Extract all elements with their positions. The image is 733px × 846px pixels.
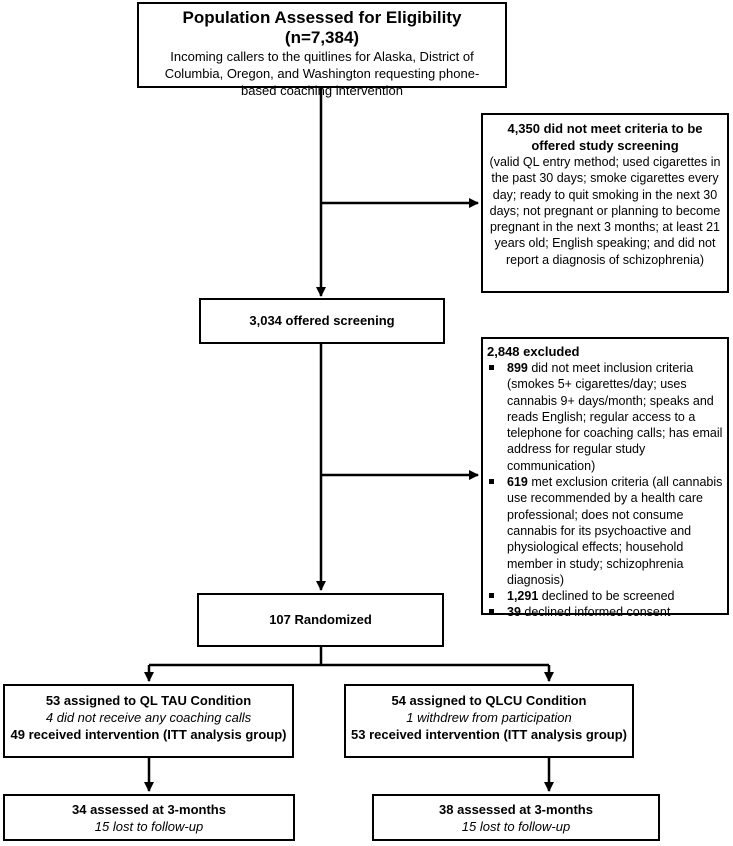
arm-2-box: 54 assigned to QLCU Condition 1 withdrew… — [344, 684, 634, 758]
arm-2-assessed: 38 assessed at 3-months — [439, 802, 593, 817]
excluded-title: 2,848 excluded — [487, 344, 580, 359]
excluded-item: 899 did not meet inclusion criteria (smo… — [487, 360, 723, 474]
excluded-box: 2,848 excluded 899 did not meet inclusio… — [481, 337, 729, 619]
arm-1-lost: 15 lost to follow-up — [94, 819, 204, 834]
excluded-list: 899 did not meet inclusion criteria (smo… — [487, 360, 723, 621]
population-title: Population Assessed for Eligibility (n=7… — [182, 8, 462, 47]
arm-1-assessed: 34 assessed at 3-months — [72, 802, 226, 817]
arm-2-assigned: 54 assigned to QLCU Condition — [391, 693, 587, 708]
arm-2-followup-box: 38 assessed at 3-months 15 lost to follo… — [372, 794, 660, 841]
bullet-icon — [489, 593, 494, 599]
not-meet-criteria-box: 4,350 did not meet criteria to be offere… — [481, 113, 729, 293]
arm-1-received: 49 received intervention (ITT analysis g… — [10, 727, 287, 742]
arm-1-assigned: 53 assigned to QL TAU Condition — [45, 693, 252, 708]
bullet-icon — [489, 609, 494, 615]
excluded-item: 39 declined informed consent — [487, 604, 723, 620]
not-meet-criteria-details: (valid QL entry method; used cigarettes … — [489, 155, 721, 267]
bullet-icon — [489, 479, 494, 485]
population-box: Population Assessed for Eligibility (n=7… — [137, 2, 507, 98]
arm-1-note: 4 did not receive any coaching calls — [45, 710, 252, 725]
randomized-label: 107 Randomized — [269, 612, 372, 627]
arm-1-box: 53 assigned to QL TAU Condition 4 did no… — [3, 684, 294, 758]
population-description: Incoming callers to the quitlines for Al… — [164, 49, 480, 98]
bullet-icon — [489, 365, 494, 370]
excluded-item: 1,291 declined to be screened — [487, 588, 723, 604]
offered-screening-box: 3,034 offered screening — [199, 298, 445, 344]
arm-2-received: 53 received intervention (ITT analysis g… — [351, 727, 627, 742]
arm-2-note: 1 withdrew from participation — [406, 710, 572, 725]
excluded-item: 619 met exclusion criteria (all cannabis… — [487, 474, 723, 588]
not-meet-criteria-title: 4,350 did not meet criteria to be offere… — [507, 121, 703, 153]
randomized-box: 107 Randomized — [197, 593, 444, 647]
arm-1-followup-box: 34 assessed at 3-months 15 lost to follo… — [3, 794, 295, 841]
offered-screening-label: 3,034 offered screening — [249, 313, 395, 328]
arm-2-lost: 15 lost to follow-up — [461, 819, 571, 834]
